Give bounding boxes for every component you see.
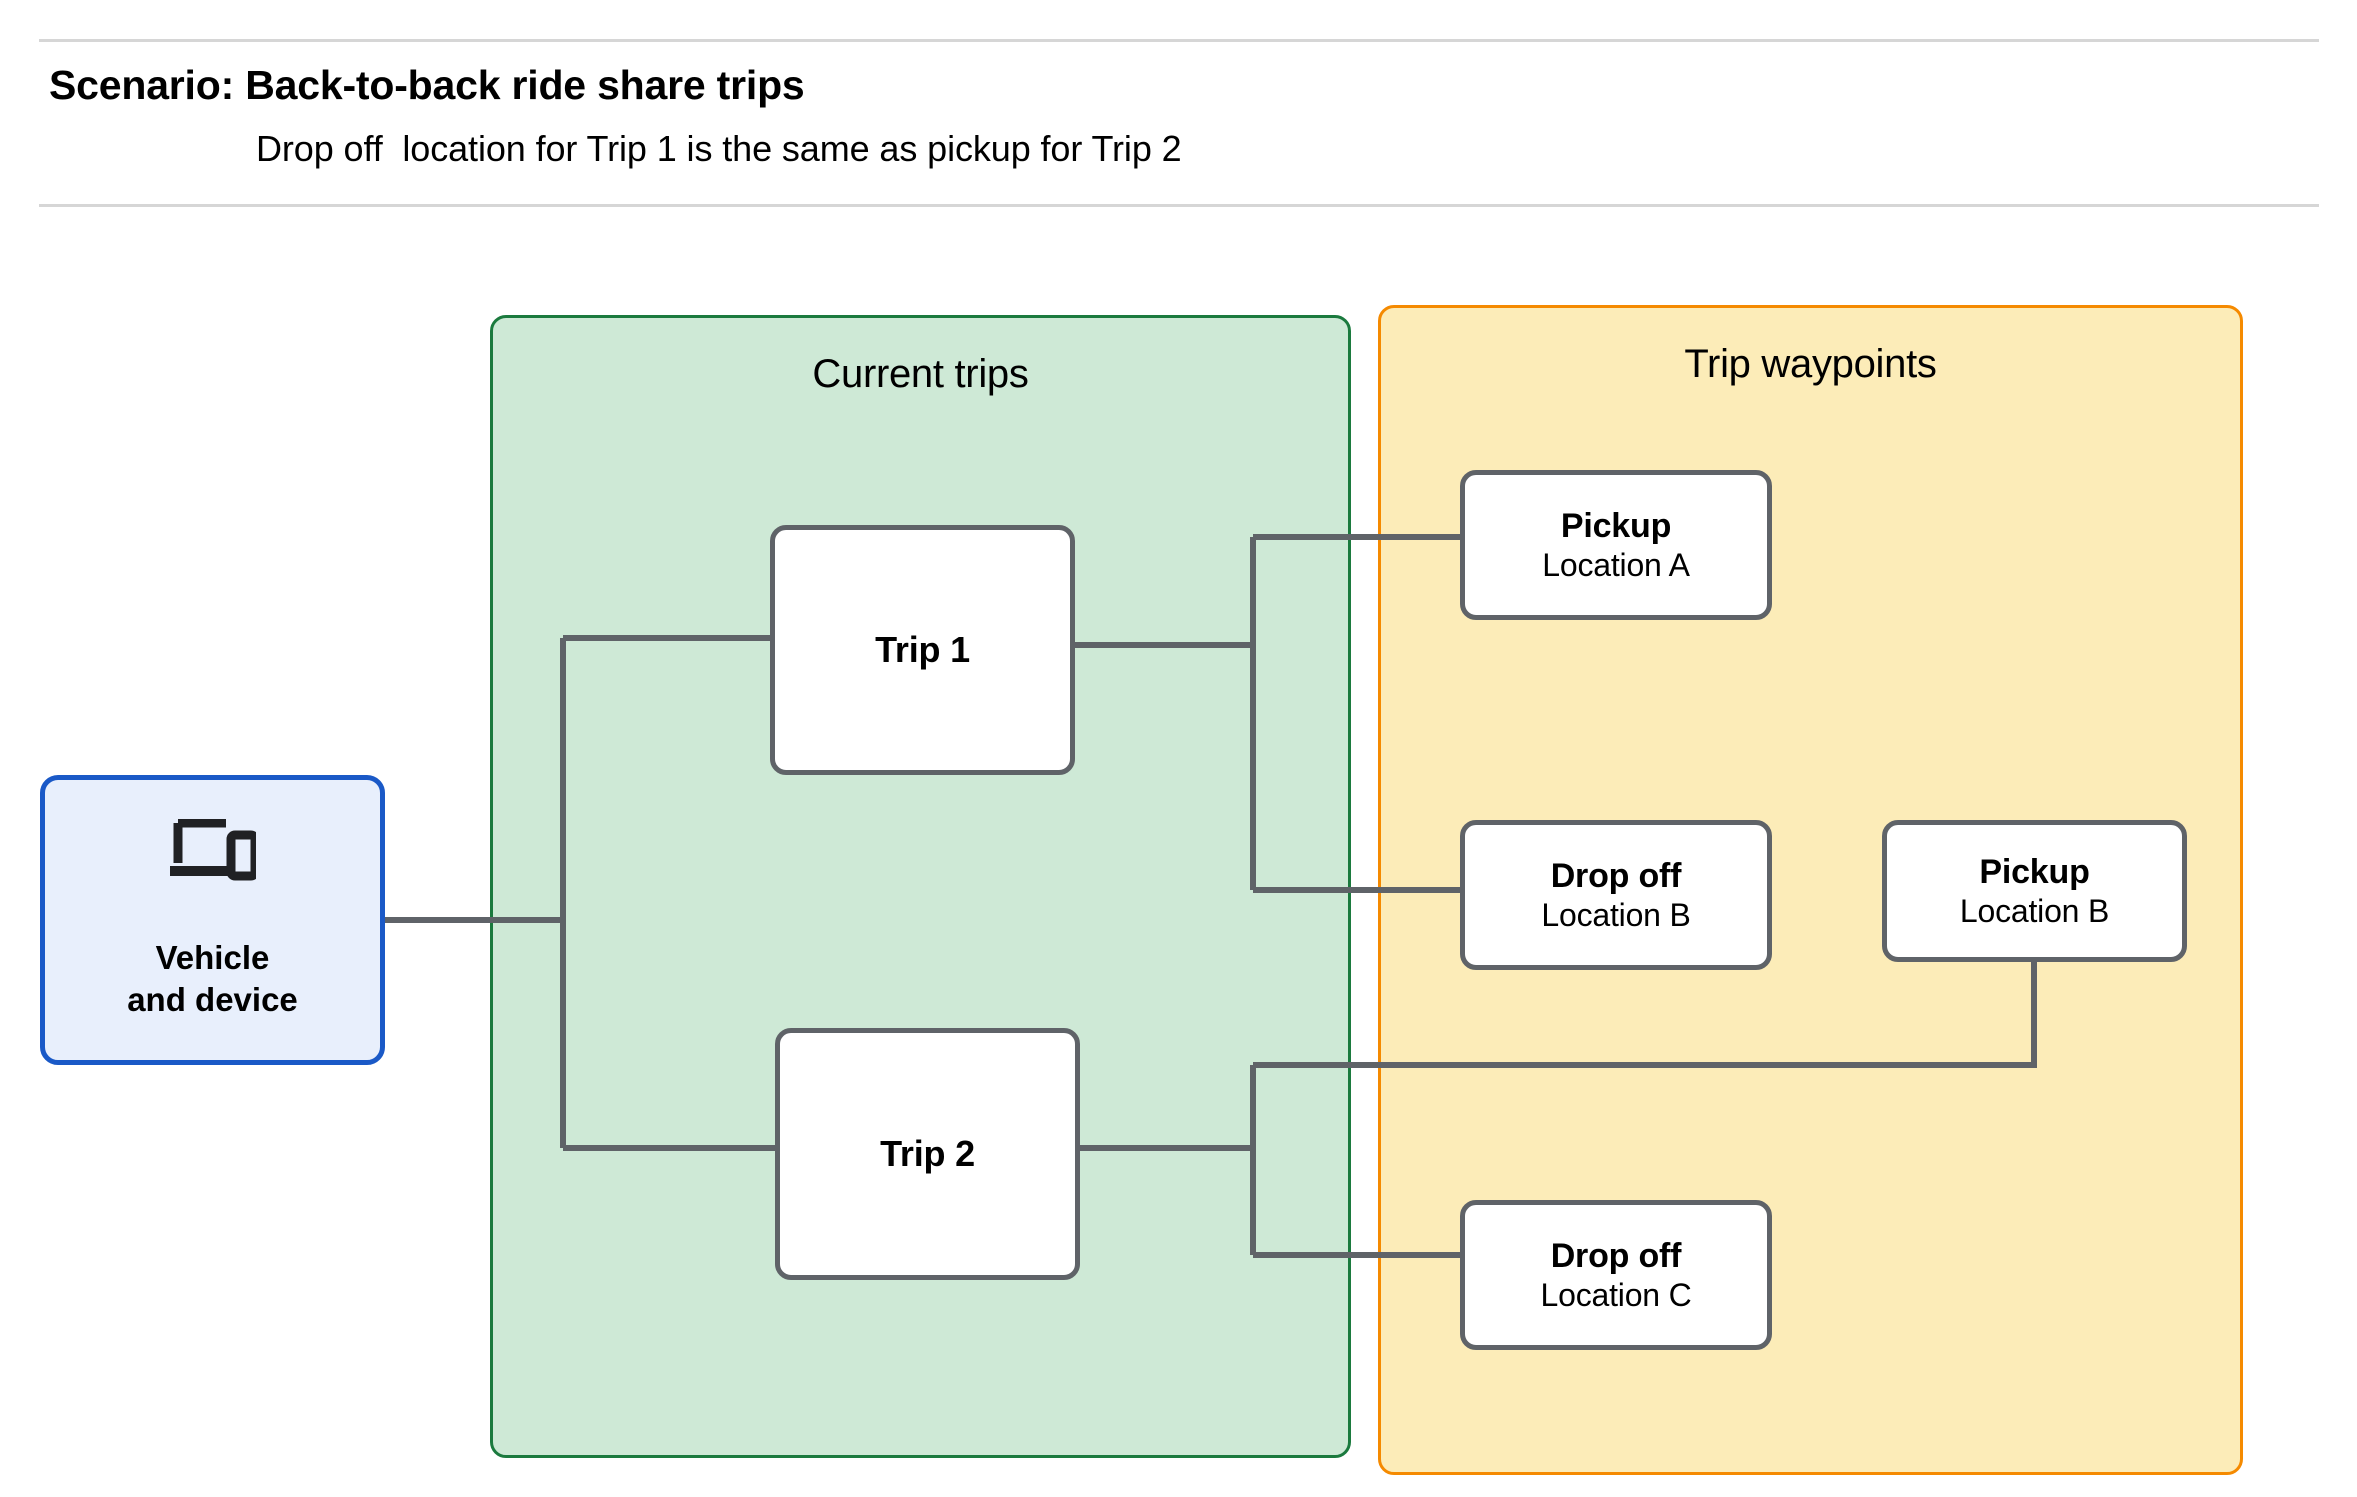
node-vehicle-and-device[interactable]: Vehicle and device [40,775,385,1065]
page-subtitle: Drop off location for Trip 1 is the same… [256,128,1182,169]
node-waypoint-dropoff-c[interactable]: Drop off Location C [1460,1200,1772,1350]
node-waypoint-pickup-b-type: Pickup [1979,852,2090,891]
node-waypoint-dropoff-c-type: Drop off [1550,1236,1682,1275]
node-trip-1[interactable]: Trip 1 [770,525,1075,775]
node-waypoint-dropoff-b-type: Drop off [1550,856,1682,895]
node-vehicle-label: Vehicle and device [127,939,298,1018]
node-waypoint-pickup-a-location: Location A [1542,546,1690,583]
node-trip-2-label: Trip 2 [880,1133,975,1174]
page-title: Scenario: Back-to-back ride share trips [49,62,805,108]
node-waypoint-pickup-a[interactable]: Pickup Location A [1460,470,1772,620]
node-waypoint-dropoff-b-location: Location B [1541,896,1691,933]
node-trip-1-label: Trip 1 [875,629,970,670]
edge-trip-2-pickup-b [1253,962,2037,1068]
node-waypoint-pickup-b[interactable]: Pickup Location B [1882,820,2187,962]
group-trip-waypoints-title: Trip waypoints [1684,342,1937,386]
devices-icon [169,819,256,881]
header-rule-top [39,39,2319,42]
node-waypoint-pickup-a-type: Pickup [1560,506,1672,545]
node-waypoint-dropoff-b[interactable]: Drop off Location B [1460,820,1772,970]
node-waypoint-dropoff-c-location: Location C [1540,1276,1692,1313]
header-rule-bottom [39,204,2319,207]
node-waypoint-pickup-b-location: Location B [1959,892,2110,929]
node-trip-2[interactable]: Trip 2 [775,1028,1080,1280]
group-current-trips-title: Current trips [812,352,1029,396]
